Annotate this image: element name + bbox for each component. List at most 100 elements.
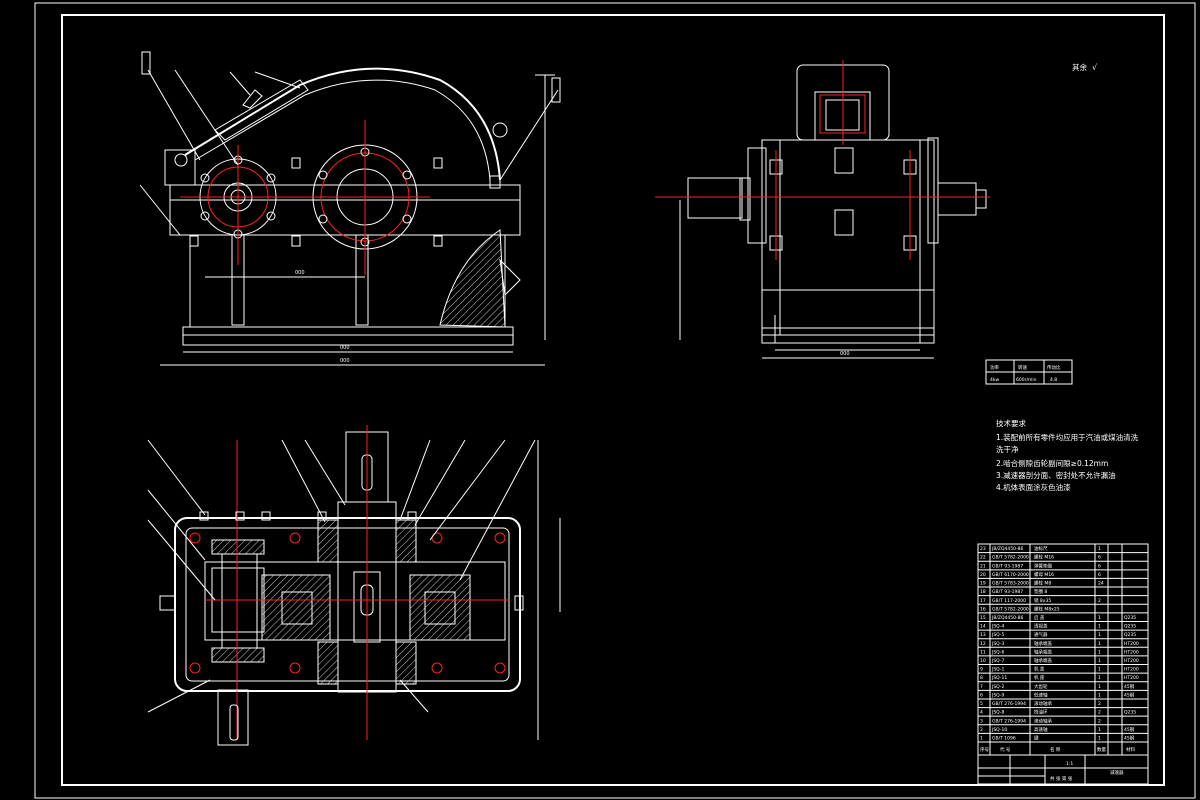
parts-cell: HT200 <box>1124 667 1139 673</box>
parts-cell: 1 <box>1098 667 1101 673</box>
parts-cell: 22 <box>980 555 986 561</box>
parts-cell: 45钢 <box>1124 683 1135 690</box>
parts-cell: 垫圈 8 <box>1034 588 1047 595</box>
parts-cell: JSQ-6 <box>991 649 1004 655</box>
tech-req-item-1b: 洗干净 <box>996 444 1019 454</box>
parts-cell: 2 <box>1098 701 1101 707</box>
plan-view <box>147 425 561 746</box>
parts-cell: 2 <box>980 727 983 733</box>
parts-cell: 23 <box>980 546 986 552</box>
parts-cell: 螺母 M16 <box>1034 571 1054 578</box>
parts-cell: 机 盖 <box>1034 666 1045 673</box>
perf-value-power: 4kw <box>990 377 999 383</box>
parts-cell: 7 <box>980 684 983 690</box>
parts-cell: 14 <box>980 624 986 630</box>
parts-cell: 18 <box>980 589 986 595</box>
parts-cell: JSQ-8 <box>991 710 1004 716</box>
parts-cell: 弹簧垫圈 <box>1034 562 1052 569</box>
parts-header-no: 序号 <box>980 746 989 753</box>
parts-cell: 滚动轴承 <box>1034 717 1052 724</box>
parts-cell: 螺栓 M16 <box>1034 554 1054 561</box>
parts-cell: JSQ-5 <box>991 632 1004 638</box>
parts-cell: GB/T 93-1987 <box>992 563 1023 569</box>
parts-cell: 轴承端盖 <box>1034 648 1052 655</box>
parts-cell: Q235 <box>1124 615 1136 621</box>
parts-cell: 8 <box>980 675 983 681</box>
parts-header-name: 名 称 <box>1050 746 1061 753</box>
parts-cell: 1 <box>1098 736 1101 742</box>
parts-cell: 20 <box>980 572 986 578</box>
parts-cell: HT200 <box>1124 641 1139 647</box>
side-view: 000 <box>655 60 990 359</box>
parts-cell: 2 <box>1098 710 1101 716</box>
parts-cell: JB/ZQ4450-86 <box>991 615 1023 621</box>
parts-cell: 6 <box>980 692 983 698</box>
parts-cell: 机 座 <box>1034 674 1045 681</box>
parts-cell: 19 <box>980 581 986 587</box>
perf-value-ratio: 4.8 <box>1050 377 1057 383</box>
parts-cell: GB/T 5782-2000 <box>992 606 1029 612</box>
parts-cell: 45钢 <box>1124 735 1135 742</box>
parts-cell: GB/T 276-1994 <box>992 701 1026 707</box>
parts-cell: JB/ZQ4450-86 <box>991 546 1023 552</box>
parts-cell: 24 <box>1098 581 1104 587</box>
tech-req-title: 技术要求 <box>996 418 1026 428</box>
parts-cell: 透视盖 <box>1034 623 1048 630</box>
parts-cell: JSQ-9 <box>991 692 1004 698</box>
parts-cell: 1 <box>1098 615 1101 621</box>
roughness-symbol: √ <box>1092 63 1098 72</box>
parts-cell: 高速轴 <box>1034 726 1048 733</box>
parts-cell: 17 <box>980 598 986 604</box>
parts-cell: 21 <box>980 563 986 569</box>
parts-cell: Q235 <box>1124 632 1136 638</box>
parts-cell: 销 8x35 <box>1034 597 1051 604</box>
perf-header-ratio: 传动比 <box>1047 364 1061 371</box>
parts-cell: 12 <box>980 641 986 647</box>
parts-cell: 1 <box>1098 692 1101 698</box>
parts-cell: 油标尺 <box>1034 545 1048 552</box>
title-drawing-name: 减速器 <box>1110 769 1124 776</box>
parts-cell: JSQ-1 <box>991 667 1004 673</box>
parts-cell: GB/T 117-2000 <box>992 598 1026 604</box>
parts-cell: JSQ-10 <box>991 727 1007 733</box>
parts-cell: 1 <box>1098 624 1101 630</box>
tech-req-item-4: 4.机体表面涂灰色油漆 <box>996 482 1071 492</box>
parts-cell: 1 <box>1098 658 1101 664</box>
svg-text:000: 000 <box>840 351 850 357</box>
svg-text:000: 000 <box>295 270 305 276</box>
parts-cell: GB/T 1096 <box>992 736 1016 742</box>
parts-cell: 轴承端盖 <box>1034 640 1052 647</box>
parts-cell: 6 <box>1098 572 1101 578</box>
parts-header-material: 材料 <box>1126 746 1135 753</box>
parts-cell: 11 <box>980 649 986 655</box>
parts-cell: 1 <box>1098 546 1101 552</box>
parts-cell: HT200 <box>1124 649 1139 655</box>
parts-cell: HT200 <box>1124 675 1139 681</box>
surface-roughness-note: 其余 √ <box>1072 62 1098 72</box>
parts-cell: GB/T 5783-2000 <box>992 581 1029 587</box>
parts-cell: 螺栓 M8 <box>1034 580 1051 587</box>
parts-cell: Q235 <box>1124 624 1136 630</box>
parts-cell: 1 <box>1098 675 1101 681</box>
parts-header-code: 代 号 <box>1000 746 1011 753</box>
svg-text:000: 000 <box>340 345 350 351</box>
parts-cell: JSQ-4 <box>991 624 1004 630</box>
parts-cell: JSQ-2 <box>991 684 1004 690</box>
parts-cell: 9 <box>980 667 983 673</box>
parts-cell: 15 <box>980 615 986 621</box>
parts-cell: GB/T 6170-2000 <box>992 572 1029 578</box>
drawing-frame <box>34 2 1196 799</box>
parts-cell: 6 <box>1098 563 1101 569</box>
perf-value-speed: 600r/min <box>1016 377 1037 383</box>
parts-cell: 1 <box>1098 632 1101 638</box>
parts-cell: 大齿轮 <box>1034 683 1048 690</box>
parts-cell: 3 <box>980 718 983 724</box>
performance-table: 功率 转速 传动比 4kw 600r/min 4.8 <box>985 359 1073 385</box>
parts-cell: GB/T 276-1994 <box>992 718 1026 724</box>
title-sheet: 共 张 第 张 <box>1050 775 1073 782</box>
parts-cell: 低速轴 <box>1034 691 1048 698</box>
parts-cell: HT200 <box>1124 658 1139 664</box>
